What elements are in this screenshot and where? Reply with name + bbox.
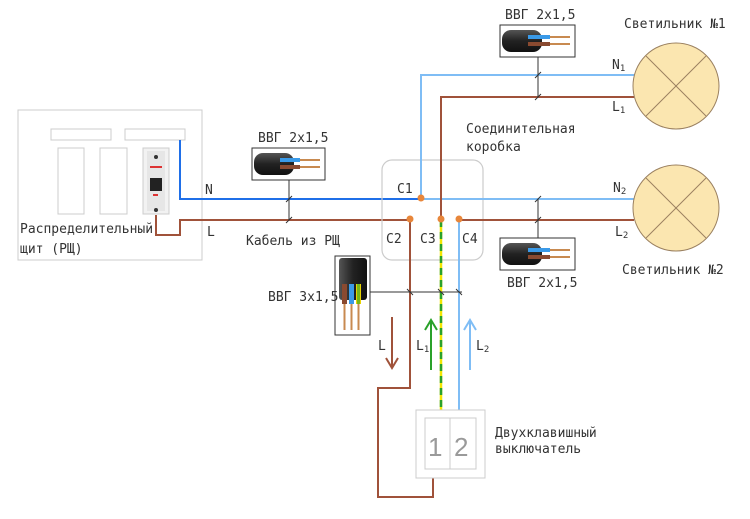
label-part: L — [416, 339, 424, 354]
lamp-1-l-label: L1 — [612, 100, 625, 116]
label-c4: C4 — [462, 232, 478, 247]
wire-phase-feed — [155, 215, 410, 236]
label-part: 1 — [620, 64, 625, 74]
lamp-1-icon — [632, 42, 720, 130]
wire-l-to-switch — [377, 220, 434, 498]
lamp-1-title: Светильник №1 — [624, 17, 726, 32]
label-part: 2 — [623, 231, 628, 241]
flow-l2-label: L2 — [476, 339, 489, 355]
dot-c1 — [417, 194, 425, 202]
label-part: L — [615, 225, 623, 240]
lamp-1-n-label: N1 — [612, 58, 625, 74]
switch-cable-label: ВВГ 3х1,5 — [268, 290, 338, 305]
feed-cable-caption: Кабель из РЩ — [246, 234, 340, 249]
label-part: L — [612, 100, 620, 115]
dot-c3 — [437, 215, 445, 223]
arrow-l-down-icon — [385, 317, 399, 370]
label-part: 2 — [621, 187, 626, 197]
cable-icon-lamp1 — [499, 24, 576, 101]
lamp-2-title: Светильник №2 — [622, 263, 724, 278]
switch-label-line2: выключатель — [495, 442, 581, 457]
dot-c4 — [455, 215, 463, 223]
wire-neutral-feed — [179, 140, 421, 200]
wire-l1 — [440, 96, 634, 220]
label-part: 1 — [424, 345, 429, 355]
lamp1-cable-label: ВВГ 2х1,5 — [505, 8, 575, 23]
label-c2: C2 — [386, 232, 402, 247]
arrow-l1-up-icon — [424, 318, 438, 370]
lamp2-cable-label: ВВГ 2х1,5 — [507, 276, 577, 291]
junction-box-label-line1: Соединительная — [466, 122, 576, 137]
junction-box — [381, 159, 484, 261]
switch-key-2: 2 — [454, 432, 468, 462]
label-c3: C3 — [420, 232, 436, 247]
lamp-2-icon — [632, 164, 720, 252]
arrow-l2-up-icon — [463, 318, 477, 370]
cable-icon-lamp2 — [499, 195, 576, 271]
switch-key-1: 1 — [428, 432, 442, 462]
flow-l-label: L — [378, 339, 386, 354]
label-c1: C1 — [397, 182, 413, 197]
cable-icon-feed — [251, 147, 326, 224]
switch-label-line1: Двухклавишный — [495, 426, 597, 441]
wire-n-label: N — [205, 183, 213, 198]
panel-label-line1: Распределительный — [20, 222, 153, 237]
junction-box-label-line2: коробка — [466, 140, 521, 155]
label-part: N — [613, 181, 621, 196]
circuit-breaker-icon — [142, 147, 170, 215]
flow-l1-label: L1 — [416, 339, 429, 355]
label-part: L — [476, 339, 484, 354]
cable-icon-switch — [334, 255, 463, 336]
dot-c2 — [406, 215, 414, 223]
two-key-switch-icon: 1 2 — [415, 409, 486, 479]
wire-l-label: L — [207, 225, 215, 240]
distribution-panel — [17, 109, 203, 261]
panel-label-line2: щит (РЩ) — [20, 242, 83, 257]
junction-dots — [406, 194, 463, 223]
lamp-2-n-label: N2 — [613, 181, 626, 197]
label-part: 1 — [620, 106, 625, 116]
wire-n1 — [420, 74, 634, 199]
label-part: 2 — [484, 345, 489, 355]
label-part: N — [612, 58, 620, 73]
lamp-2-l-label: L2 — [615, 225, 628, 241]
feed-cable-label: ВВГ 2х1,5 — [258, 131, 328, 146]
